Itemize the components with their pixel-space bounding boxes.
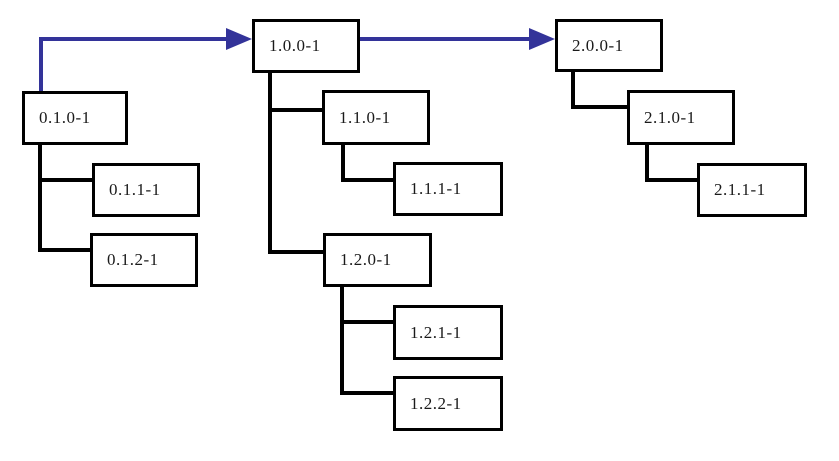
node-label: 2.0.0-1 <box>572 35 624 55</box>
node-1-1-1-1: 1.1.1-1 <box>393 162 503 216</box>
node-label: 1.2.1-1 <box>410 322 462 342</box>
node-label: 1.1.0-1 <box>339 107 391 127</box>
node-0-1-2-1: 0.1.2-1 <box>90 233 198 287</box>
connector-2.0.0-1-to-2.1.0-1 <box>571 70 627 109</box>
node-label: 0.1.1-1 <box>109 180 161 199</box>
arrowhead-to-1.0.0-1 <box>226 28 252 50</box>
node-1-2-0-1: 1.2.0-1 <box>323 233 432 287</box>
node-0-1-0-1: 0.1.0-1 <box>22 91 128 145</box>
node-2-1-1-1: 2.1.1-1 <box>697 163 807 217</box>
node-label: 1.2.2-1 <box>410 393 462 413</box>
node-0-1-1-1: 0.1.1-1 <box>92 163 200 217</box>
connector-1.0.0-1-to-1.1.0-1 <box>268 71 322 112</box>
connector-2.1.0-1-to-2.1.1-1 <box>645 143 697 182</box>
node-label: 1.2.0-1 <box>340 250 392 269</box>
node-label: 1.0.0-1 <box>269 36 321 55</box>
node-1-1-0-1: 1.1.0-1 <box>322 90 430 145</box>
connector-1.0.0-1-to-1.2.0-1 <box>268 71 323 254</box>
node-1-0-0-1: 1.0.0-1 <box>252 19 360 73</box>
node-label: 0.1.0-1 <box>39 108 91 127</box>
node-2-0-0-1: 2.0.0-1 <box>555 19 663 72</box>
arrow-0.1.0-1-to-1.0.0-1 <box>39 37 229 91</box>
arrowhead-to-2.0.0-1 <box>529 28 555 50</box>
connector-1.2.0-1-to-1.2.1-1 <box>340 285 393 324</box>
node-label: 1.1.1-1 <box>410 179 462 198</box>
node-label: 2.1.0-1 <box>644 107 696 127</box>
connector-0.1.0-1-to-0.1.2-1 <box>38 143 90 252</box>
connector-1.1.0-1-to-1.1.1-1 <box>341 143 393 182</box>
connector-1.2.0-1-to-1.2.2-1 <box>340 285 393 395</box>
node-2-1-0-1: 2.1.0-1 <box>627 90 735 145</box>
node-label: 2.1.1-1 <box>714 180 766 199</box>
node-1-2-1-1: 1.2.1-1 <box>393 305 503 360</box>
node-1-2-2-1: 1.2.2-1 <box>393 376 503 431</box>
connector-0.1.0-1-to-0.1.1-1 <box>38 143 92 182</box>
node-label: 0.1.2-1 <box>107 250 159 269</box>
